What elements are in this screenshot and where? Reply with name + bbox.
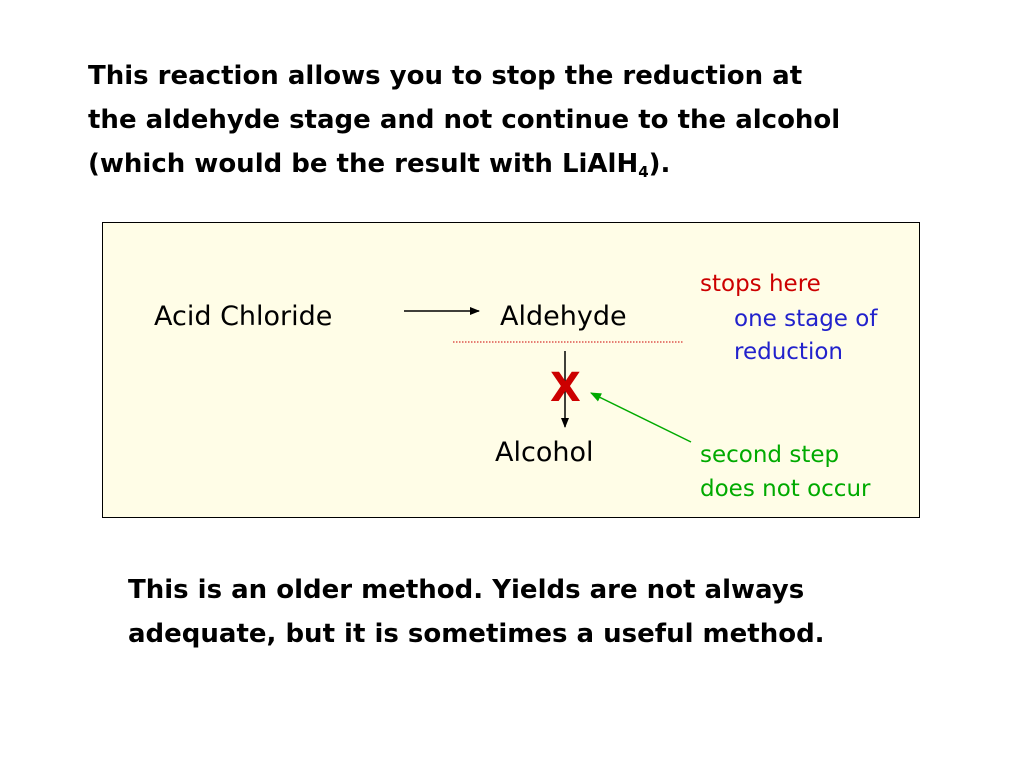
one-stage-note-line-1: one stage of bbox=[734, 306, 878, 332]
acid-chloride-label: Acid Chloride bbox=[154, 301, 333, 332]
intro-line-2: the aldehyde stage and not continue to t… bbox=[88, 105, 841, 135]
stops-here-note: stops here bbox=[700, 271, 821, 297]
pointer-arrow bbox=[590, 392, 692, 443]
reaction-arrows bbox=[404, 307, 692, 443]
intro-line-3: (which would be the result with LiAlH4). bbox=[88, 142, 968, 186]
intro-line-3-text: (which would be the result with LiAlH bbox=[88, 149, 639, 179]
intro-line-3-end: ). bbox=[648, 149, 671, 179]
outro-line-2: adequate, but it is sometimes a useful m… bbox=[128, 619, 825, 649]
outro-paragraph: This is an older method. Yields are not … bbox=[128, 568, 988, 656]
one-stage-note-line-2: reduction bbox=[734, 339, 843, 365]
reaction-diagram: Acid Chloride Aldehyde Alcohol X stops h… bbox=[102, 222, 920, 518]
outro-line-1: This is an older method. Yields are not … bbox=[128, 575, 805, 605]
blocked-step-mark: X bbox=[550, 365, 581, 411]
intro-line-1: This reaction allows you to stop the red… bbox=[88, 61, 803, 91]
second-step-note-line-2: does not occur bbox=[700, 476, 871, 502]
aldehyde-label: Aldehyde bbox=[500, 301, 627, 332]
intro-paragraph: This reaction allows you to stop the red… bbox=[88, 54, 968, 186]
second-step-note-line-1: second step bbox=[700, 442, 840, 468]
lialh4-subscript: 4 bbox=[638, 163, 649, 181]
alcohol-label: Alcohol bbox=[495, 437, 594, 468]
